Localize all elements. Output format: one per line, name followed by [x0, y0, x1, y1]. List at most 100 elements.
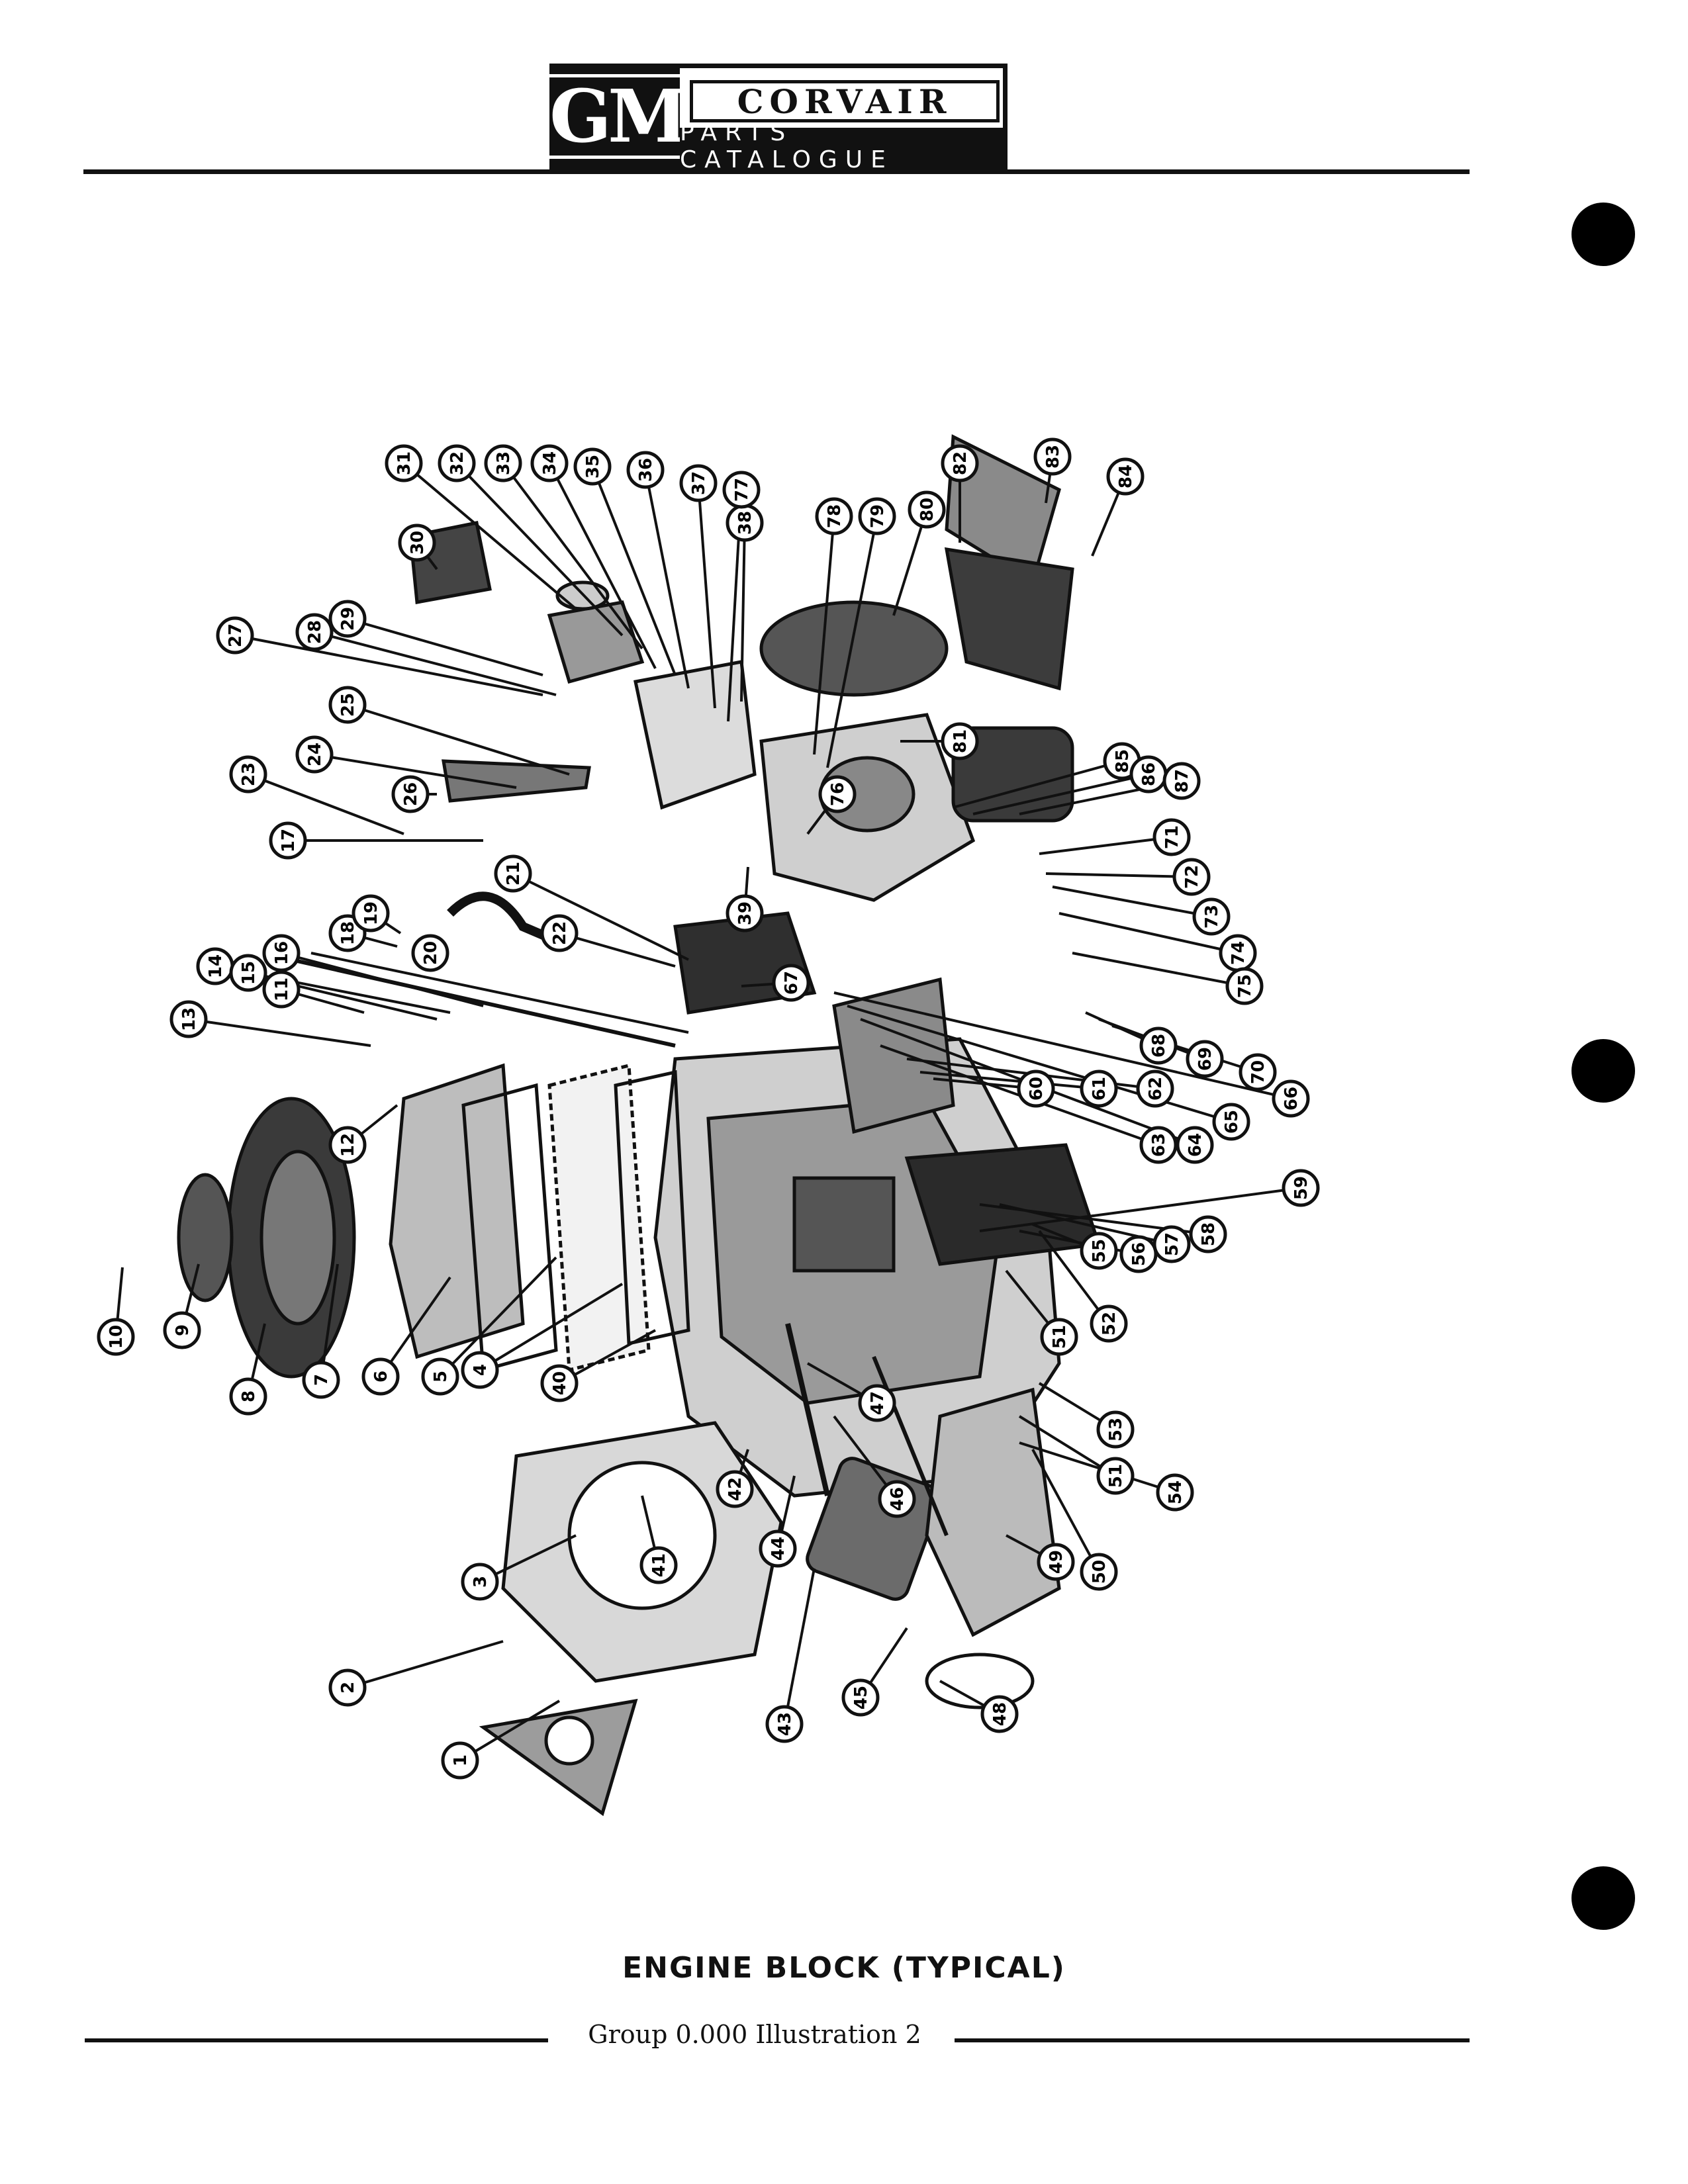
- callout-label: 71: [1162, 825, 1182, 849]
- callout-label: 58: [1199, 1222, 1219, 1246]
- callout-label: 49: [1047, 1550, 1066, 1574]
- callout-label: 31: [395, 451, 414, 475]
- callout-29: 29: [328, 600, 367, 638]
- callout-3: 3: [461, 1563, 499, 1601]
- callout-label: 18: [338, 921, 358, 945]
- callout-label: 9: [173, 1324, 193, 1336]
- callout-label: 52: [1100, 1312, 1119, 1336]
- leader-line-54: [1019, 1441, 1176, 1494]
- callout-label: 30: [408, 531, 428, 555]
- callout-66: 66: [1272, 1079, 1310, 1118]
- callout-49: 49: [1037, 1543, 1075, 1581]
- callout-label: 81: [951, 729, 970, 753]
- callout-20: 20: [411, 934, 449, 972]
- callout-60: 60: [1017, 1069, 1055, 1108]
- leader-line-52: [1038, 1230, 1110, 1325]
- leader-line-71: [1039, 836, 1172, 855]
- leader-line-35: [591, 466, 677, 676]
- leader-line-66: [833, 991, 1291, 1100]
- callout-label: 48: [990, 1702, 1010, 1726]
- callout-label: 27: [226, 623, 246, 647]
- callout-label: 17: [279, 829, 299, 852]
- leader-line-21: [512, 872, 689, 961]
- callout-label: 13: [179, 1007, 199, 1031]
- callout-label: 11: [272, 978, 292, 1001]
- callout-82: 82: [941, 444, 979, 482]
- leader-line-74: [1058, 912, 1239, 954]
- callout-label: 72: [1182, 865, 1202, 889]
- callout-5: 5: [421, 1357, 459, 1396]
- callout-label: 28: [305, 620, 325, 644]
- callout-78: 78: [815, 497, 853, 535]
- callout-1: 1: [441, 1741, 479, 1780]
- leader-line-33: [502, 462, 643, 650]
- leader-line-29: [347, 617, 543, 676]
- leader-line-43: [783, 1568, 816, 1725]
- callout-label: 46: [888, 1487, 908, 1511]
- callout-label: 33: [494, 451, 514, 475]
- callout-label: 82: [951, 451, 970, 475]
- leader-line-70: [1111, 1024, 1258, 1073]
- callout-label: 20: [421, 941, 441, 965]
- callout-77: 77: [722, 471, 761, 509]
- callout-label: 12: [338, 1133, 358, 1157]
- callout-label: 75: [1235, 974, 1255, 998]
- callout-87: 87: [1162, 762, 1201, 800]
- callout-53: 53: [1096, 1410, 1135, 1449]
- callout-label: 66: [1282, 1087, 1301, 1111]
- leader-line-32: [455, 462, 624, 637]
- header-rule: [83, 169, 1470, 174]
- callout-label: 67: [782, 971, 802, 995]
- callout-label: 44: [769, 1537, 788, 1561]
- binder-hole-bottom: [1571, 1866, 1635, 1930]
- leader-line-85: [953, 760, 1123, 809]
- callout-label: 24: [305, 743, 325, 766]
- callout-label: 47: [868, 1391, 888, 1415]
- callout-label: 51: [1050, 1325, 1070, 1349]
- callout-label: 37: [689, 471, 709, 495]
- leader-line-36: [644, 469, 690, 689]
- callout-label: 63: [1149, 1133, 1169, 1157]
- callout-50: 50: [1080, 1553, 1118, 1591]
- callout-7: 7: [302, 1361, 340, 1399]
- callout-47: 47: [858, 1384, 896, 1422]
- callout-64: 64: [1176, 1126, 1214, 1164]
- leader-line-72: [1045, 872, 1192, 878]
- callout-70: 70: [1239, 1053, 1277, 1091]
- callout-label: 65: [1222, 1110, 1242, 1134]
- callout-label: 26: [401, 782, 421, 806]
- callout-label: 64: [1186, 1133, 1205, 1157]
- callout-label: 42: [726, 1477, 745, 1501]
- callout-label: 21: [504, 862, 524, 886]
- leader-line-2: [347, 1640, 504, 1689]
- callout-label: 39: [735, 901, 755, 925]
- callout-label: 73: [1202, 905, 1222, 929]
- callout-63: 63: [1139, 1126, 1178, 1164]
- callout-52: 52: [1090, 1304, 1128, 1343]
- callout-11: 11: [262, 970, 301, 1009]
- callout-label: 87: [1172, 769, 1192, 793]
- callout-45: 45: [841, 1678, 880, 1717]
- callout-label: 36: [636, 458, 656, 482]
- callout-39: 39: [726, 894, 764, 933]
- callout-68: 68: [1139, 1026, 1178, 1065]
- callout-67: 67: [772, 964, 810, 1002]
- callout-label: 70: [1248, 1060, 1268, 1084]
- callout-61: 61: [1080, 1069, 1118, 1108]
- illustration-caption: ENGINE BLOCK (TYPICAL): [622, 1951, 1066, 1985]
- callout-54: 54: [1156, 1473, 1194, 1512]
- callout-label: 40: [550, 1371, 570, 1395]
- callout-80: 80: [908, 490, 946, 529]
- callout-label: 2: [338, 1682, 358, 1694]
- callout-36: 36: [626, 451, 665, 489]
- callout-label: 4: [471, 1364, 491, 1376]
- callout-83: 83: [1033, 437, 1072, 476]
- callout-label: 85: [1113, 749, 1133, 773]
- callout-label: 15: [239, 961, 259, 985]
- callout-label: 3: [471, 1576, 491, 1588]
- footer-rule-right: [955, 2038, 1470, 2042]
- callout-label: 29: [338, 607, 358, 631]
- callout-33: 33: [484, 444, 522, 482]
- callout-24: 24: [295, 735, 334, 774]
